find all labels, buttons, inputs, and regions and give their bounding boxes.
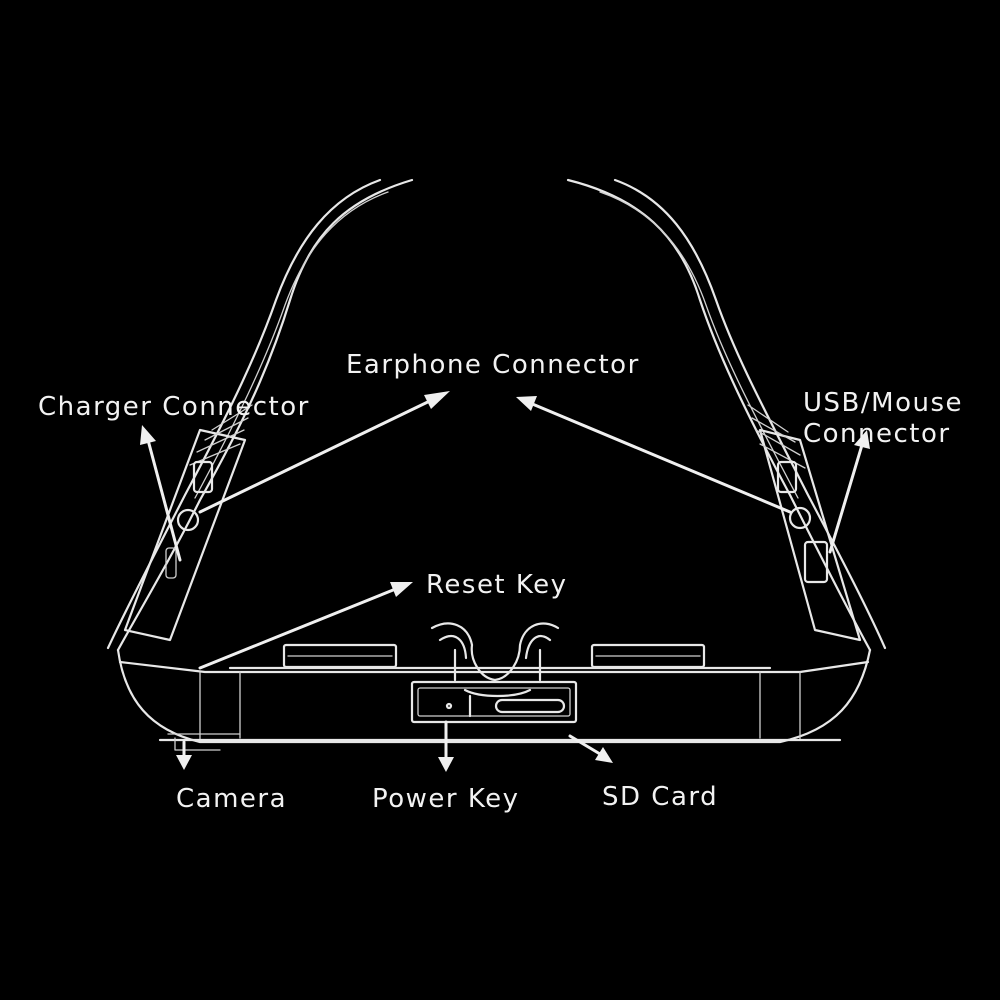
center-clip (430, 622, 560, 698)
device-base (116, 648, 872, 751)
right-strap (566, 178, 887, 652)
label-usb-line1: USB/Mouse (803, 388, 963, 418)
earphone-jack-right (788, 506, 812, 530)
label-camera: Camera (176, 784, 288, 814)
arrow-sd (568, 734, 613, 763)
label-usb-mouse-connector: USB/Mouse Connector (803, 388, 993, 450)
arrow-reset (198, 582, 413, 670)
arrow-earphone-right (516, 396, 792, 514)
side-slot-left (165, 547, 177, 579)
top-pad-left (282, 643, 398, 669)
label-sd-card: SD Card (602, 782, 719, 812)
label-reset-key: Reset Key (426, 570, 568, 600)
left-strap (106, 178, 414, 652)
arrow-usb (828, 430, 870, 554)
top-pad-right (590, 643, 706, 669)
mouse-port (803, 540, 829, 584)
arrow-charger (140, 425, 182, 562)
charger-port (192, 460, 214, 494)
arrow-camera (176, 740, 192, 770)
label-charger-connector: Charger Connector (38, 392, 310, 422)
arrow-earphone-left (198, 391, 450, 514)
earphone-jack-left (176, 508, 200, 532)
power-sd-module (410, 680, 578, 724)
label-power-key: Power Key (372, 784, 520, 814)
label-earphone-connector: Earphone Connector (346, 350, 640, 380)
label-usb-line2: Connector (803, 419, 951, 450)
usb-port (776, 460, 798, 494)
arrow-power (438, 720, 454, 772)
